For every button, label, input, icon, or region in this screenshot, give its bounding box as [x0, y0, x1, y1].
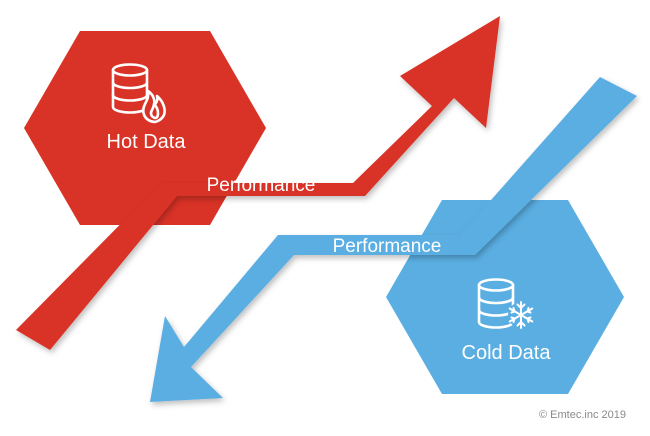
hot-performance-label: Performance — [207, 175, 316, 196]
copyright-notice: © Emtec.inc 2019 — [539, 409, 626, 421]
cold-performance-arrow — [150, 77, 637, 402]
database-flame-icon — [111, 63, 166, 124]
hot-data-title: Hot Data — [107, 131, 187, 153]
hot-data-hexagon — [24, 31, 266, 225]
database-snowflake-icon — [477, 278, 534, 329]
cold-data-hexagon — [386, 200, 624, 394]
cold-data-title: Cold Data — [462, 342, 552, 364]
cold-performance-label: Performance — [333, 236, 442, 257]
hot-performance-arrow — [16, 16, 500, 350]
